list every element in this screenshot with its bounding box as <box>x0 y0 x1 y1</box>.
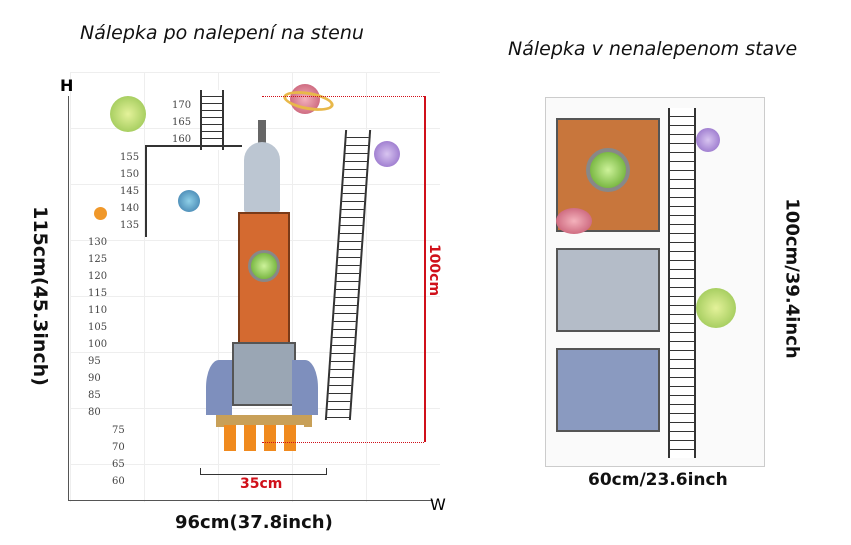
ruler-mark: 105 <box>88 322 108 333</box>
left-title: Nálepka po nalepení na stenu <box>80 22 364 44</box>
orange-planet <box>94 207 107 220</box>
ruler-mark: 120 <box>88 271 108 282</box>
rocket-width-label: 35cm <box>240 476 283 492</box>
rocket-illustration <box>206 120 318 510</box>
ruler-mark: 140 <box>120 203 140 214</box>
ruler-mark: 75 <box>112 425 125 436</box>
sticker-sheet <box>545 97 765 467</box>
ruler-mark: 85 <box>88 390 101 401</box>
ringed-planet <box>290 84 320 114</box>
sheet-width-dimension: 60cm/23.6inch <box>588 470 728 490</box>
ruler-mark: 125 <box>88 254 108 265</box>
axis-h-label: H <box>60 76 74 95</box>
sheet-height-dimension: 100cm/39.4inch <box>781 198 803 359</box>
ruler-mark: 135 <box>120 220 140 231</box>
purple-planet <box>374 141 400 167</box>
ruler-mark: 60 <box>112 476 125 487</box>
ruler-mark: 110 <box>88 305 108 316</box>
height-axis <box>68 96 69 501</box>
ruler-mark: 170 <box>172 100 192 111</box>
ruler-mark: 90 <box>88 373 101 384</box>
ruler-mark: 145 <box>120 186 140 197</box>
ruler-mark: 65 <box>112 459 125 470</box>
right-title: Nálepka v nenalepenom stave <box>508 38 798 60</box>
ruler-mark: 100 <box>88 339 108 350</box>
ruler-mark: 160 <box>172 134 192 145</box>
width-axis <box>68 500 433 501</box>
ruler-mark: 80 <box>88 407 101 418</box>
rocket-width-bracket <box>200 468 327 475</box>
width-dimension: 96cm(37.8inch) <box>175 512 333 533</box>
green-planet <box>110 96 146 132</box>
ruler-mark: 115 <box>88 288 108 299</box>
ruler-mark: 150 <box>120 169 140 180</box>
axis-w-label: W <box>430 495 446 514</box>
rocket-height-line <box>424 96 426 442</box>
ruler-mark: 130 <box>88 237 108 248</box>
rocket-height-label: 100cm <box>426 243 443 297</box>
ruler-mark: 165 <box>172 117 192 128</box>
blue-planet <box>178 190 200 212</box>
rocket-top-guide <box>262 96 424 97</box>
height-dimension: 115cm(45.3inch) <box>28 206 51 386</box>
ruler-mark: 155 <box>120 152 140 163</box>
ruler-mark: 95 <box>88 356 101 367</box>
rocket-bottom-guide <box>262 442 424 443</box>
ladder-top <box>200 90 224 150</box>
ruler-bracket <box>145 145 242 237</box>
ruler-mark: 70 <box>112 442 125 453</box>
